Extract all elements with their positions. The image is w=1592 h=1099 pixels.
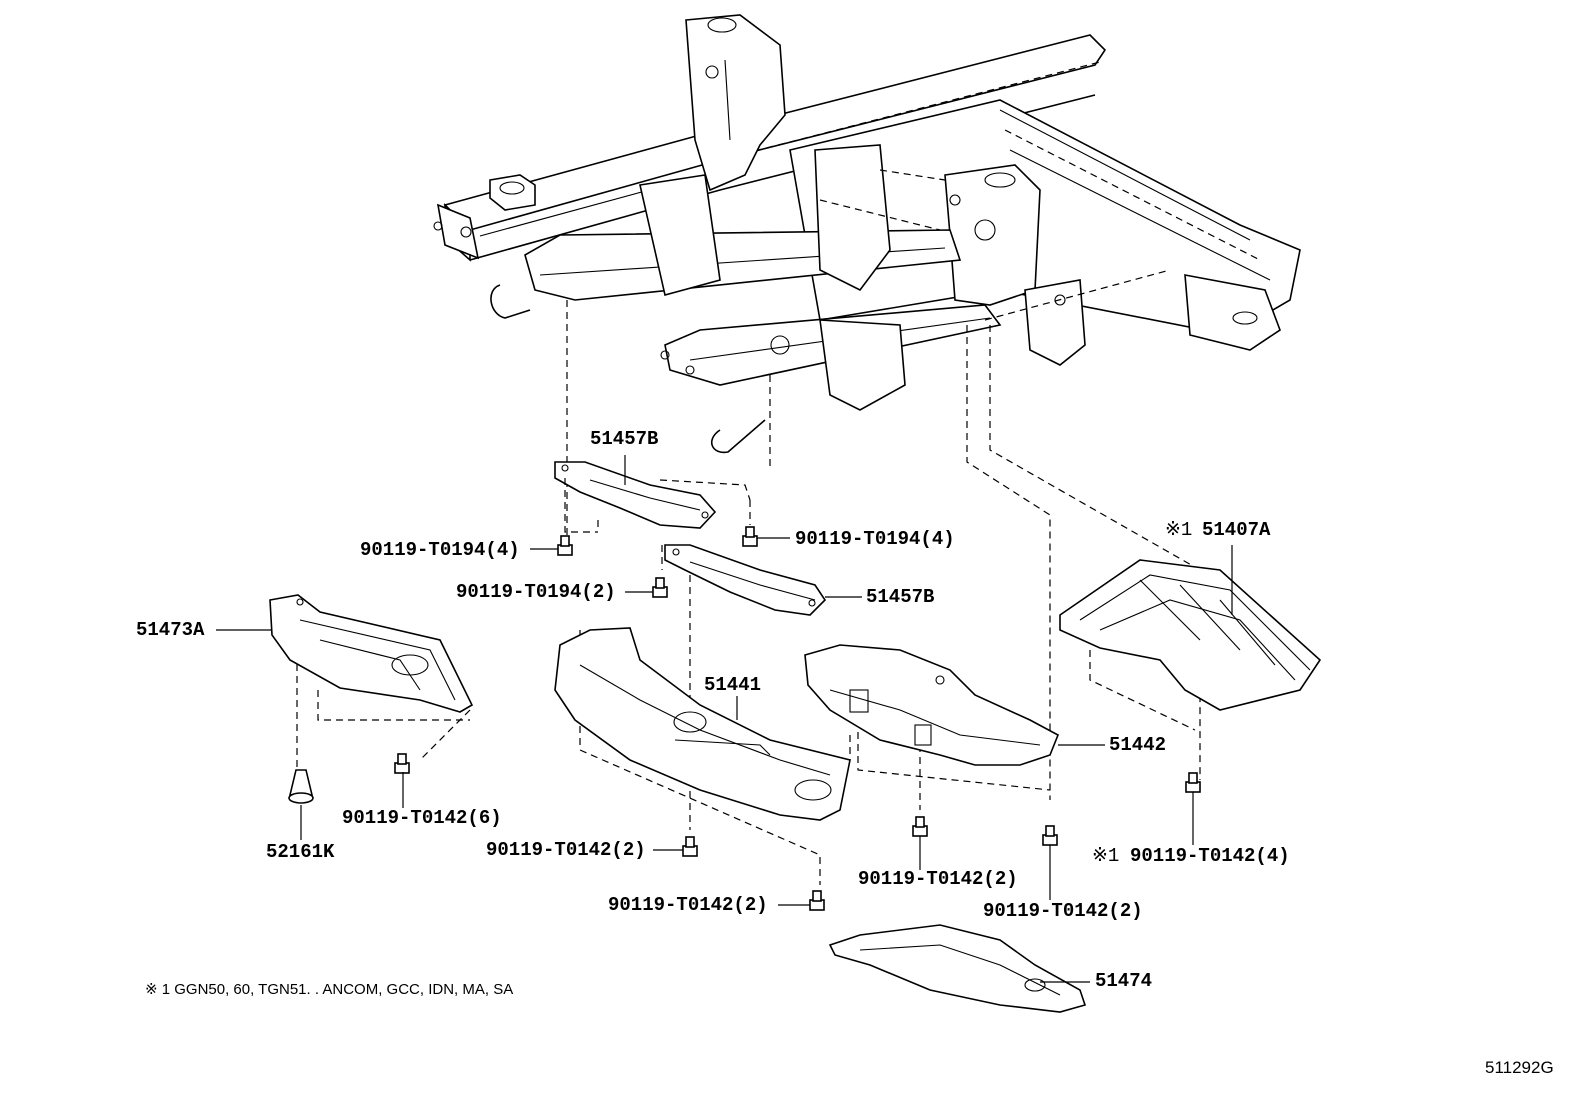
vehicle-frame: [433, 14, 1301, 454]
part-label-51473A: 51473A: [136, 619, 205, 641]
bolt-label-T0194-4-left: 90119-T0194(4): [360, 539, 520, 561]
part-51457B-lower: [664, 544, 827, 616]
bolt-icon: [394, 753, 410, 774]
part-label-51441: 51441: [704, 674, 762, 696]
bolt-icon: [682, 836, 698, 857]
part-51457B-upper: [554, 461, 751, 533]
bolt-icon: [742, 526, 758, 547]
part-51442: [804, 644, 1060, 766]
bolt-mark-T0142-4: ※1: [1092, 845, 1120, 867]
part-51407A: [1059, 559, 1322, 711]
part-mark-51407A: ※1: [1165, 519, 1193, 541]
part-51441: [554, 627, 851, 821]
part-label-51407A: 51407A: [1202, 519, 1271, 541]
bolt-icon: [809, 890, 825, 911]
bolt-label-T0142-2-b: 90119-T0142(2): [608, 894, 768, 916]
bolt-label-T0142-2-c: 90119-T0142(2): [858, 868, 1018, 890]
fasteners: [288, 526, 1201, 911]
part-51474: [828, 924, 1087, 1013]
bolt-label-T0194-2: 90119-T0194(2): [456, 581, 616, 603]
part-label-51457B-lower: 51457B: [866, 586, 935, 608]
bolt-icon: [1042, 825, 1058, 846]
bolt-label-T0142-2-a: 90119-T0142(2): [486, 839, 646, 861]
part-label-51474: 51474: [1095, 970, 1153, 992]
part-label-51442: 51442: [1109, 734, 1167, 756]
label-leaders: [216, 455, 1233, 983]
bolt-label-T0194-4-right: 90119-T0194(4): [795, 528, 955, 550]
bolt-label-T0142-4: 90119-T0142(4): [1130, 845, 1290, 867]
bolt-icon: [557, 535, 573, 556]
part-label-52161K: 52161K: [266, 841, 335, 863]
bolt-label-T0142-6: 90119-T0142(6): [342, 807, 502, 829]
clip-icon: [288, 769, 314, 804]
part-51473A: [269, 594, 474, 713]
bolt-label-T0142-2-d: 90119-T0142(2): [983, 900, 1143, 922]
bolt-icon: [652, 577, 668, 598]
bolt-icon: [912, 816, 928, 837]
bolt-icon: [1185, 772, 1201, 793]
diagram-code: 511292G: [1485, 1058, 1554, 1077]
part-label-51457B-upper: 51457B: [590, 428, 659, 450]
footnote: ※ 1 GGN50, 60, TGN51. . ANCOM, GCC, IDN,…: [145, 981, 514, 998]
